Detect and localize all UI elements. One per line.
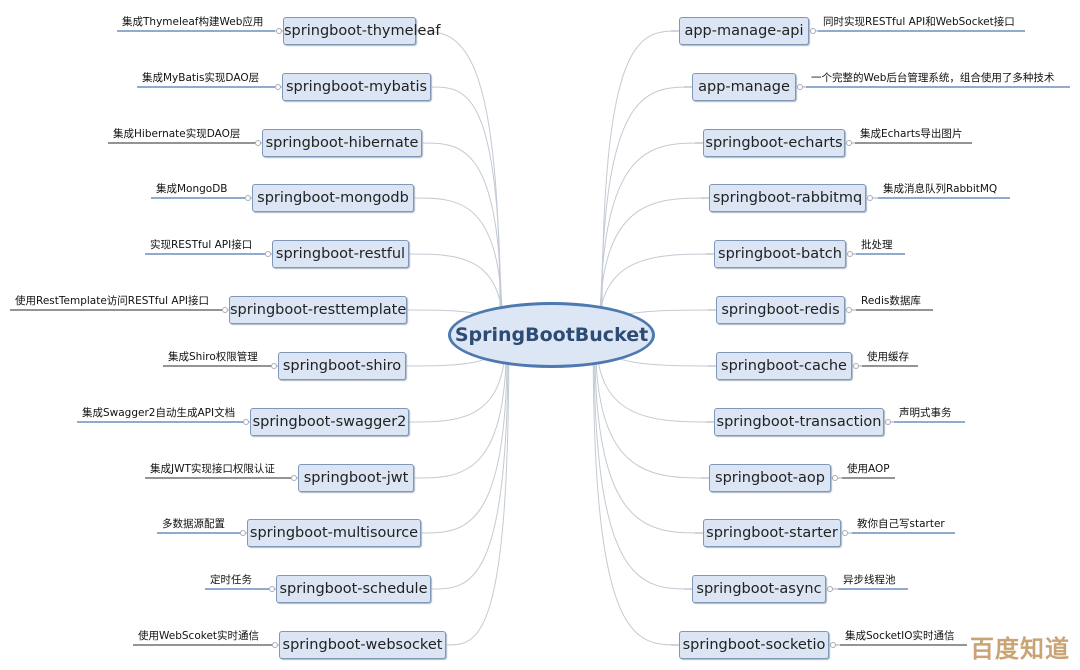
- collapse-handle-icon[interactable]: [271, 363, 277, 369]
- branch-connector: [445, 347, 510, 646]
- collapse-handle-icon[interactable]: [847, 251, 853, 257]
- topic-node-springboot-cache[interactable]: springboot-cache: [716, 352, 852, 380]
- topic-note: 教你自己写starter: [857, 518, 945, 530]
- topic-node-springboot-websocket[interactable]: springboot-websocket: [279, 631, 446, 659]
- collapse-handle-icon[interactable]: [846, 140, 852, 146]
- topic-note: 集成Hibernate实现DAO层: [113, 128, 241, 140]
- topic-note: 多数据源配置: [162, 518, 225, 530]
- topic-node-app-manage[interactable]: app-manage: [692, 73, 796, 101]
- branch-connector: [430, 344, 509, 590]
- topic-node-springboot-mongodb[interactable]: springboot-mongodb: [252, 184, 414, 212]
- topic-note: 定时任务: [210, 574, 252, 586]
- watermark-logo: 百度知道: [970, 635, 1070, 663]
- topic-node-springboot-swagger2[interactable]: springboot-swagger2: [250, 408, 409, 436]
- collapse-handle-icon[interactable]: [827, 586, 833, 592]
- topic-node-springboot-hibernate[interactable]: springboot-hibernate: [262, 129, 422, 157]
- topic-node-springboot-multisource[interactable]: springboot-multisource: [247, 519, 421, 547]
- collapse-handle-icon[interactable]: [291, 475, 297, 481]
- branch-connector: [421, 142, 503, 328]
- collapse-handle-icon[interactable]: [885, 419, 891, 425]
- collapse-handle-icon[interactable]: [853, 363, 859, 369]
- topic-note: 异步线程池: [843, 574, 896, 586]
- topic-node-springboot-transaction[interactable]: springboot-transaction: [714, 408, 884, 436]
- branch-connector: [413, 340, 507, 479]
- topic-note: 批处理: [861, 239, 893, 251]
- topic-note: 集成JWT实现接口权限认证: [150, 463, 275, 475]
- topic-note: 使用WebScoket实时通信: [138, 630, 260, 642]
- topic-node-springboot-redis[interactable]: springboot-redis: [716, 296, 845, 324]
- topic-node-springboot-jwt[interactable]: springboot-jwt: [298, 464, 414, 492]
- collapse-handle-icon[interactable]: [222, 307, 228, 313]
- collapse-handle-icon[interactable]: [255, 140, 261, 146]
- topic-note: 一个完整的Web后台管理系统，组合使用了多种技术: [811, 72, 1055, 84]
- collapse-handle-icon[interactable]: [275, 84, 281, 90]
- branch-connector: [594, 342, 704, 534]
- branch-connector: [408, 338, 507, 423]
- branch-connector: [599, 197, 710, 330]
- collapse-handle-icon[interactable]: [243, 419, 249, 425]
- topic-node-springboot-starter[interactable]: springboot-starter: [703, 519, 841, 547]
- collapse-handle-icon[interactable]: [269, 586, 275, 592]
- topic-node-springboot-mybatis[interactable]: springboot-mybatis: [282, 73, 431, 101]
- topic-note: 声明式事务: [899, 407, 952, 419]
- topic-note: 使用缓存: [867, 351, 909, 363]
- branch-connector: [595, 338, 715, 423]
- collapse-handle-icon[interactable]: [846, 307, 852, 313]
- topic-note: 集成Swagger2自动生成API文档: [82, 407, 236, 419]
- topic-node-springboot-echarts[interactable]: springboot-echarts: [703, 129, 845, 157]
- collapse-handle-icon[interactable]: [810, 28, 816, 34]
- branch-connector: [601, 30, 680, 323]
- topic-node-springboot-batch[interactable]: springboot-batch: [714, 240, 846, 268]
- topic-node-springboot-socketio[interactable]: springboot-socketio: [679, 631, 829, 659]
- topic-node-springboot-resttemplate[interactable]: springboot-resttemplate: [229, 296, 407, 324]
- branch-connector: [599, 142, 704, 328]
- collapse-handle-icon[interactable]: [830, 642, 836, 648]
- topic-node-springboot-thymeleaf[interactable]: springboot-thymeleaf: [283, 17, 440, 45]
- branch-connector: [592, 347, 680, 646]
- topic-note: 同时实现RESTful API和WebSocket接口: [823, 16, 1015, 28]
- topic-note: 集成消息队列RabbitMQ: [883, 183, 998, 195]
- topic-note: 集成SocketIO实时通信: [845, 630, 955, 642]
- topic-note: 集成Echarts导出图片: [860, 128, 963, 140]
- collapse-handle-icon[interactable]: [842, 530, 848, 536]
- topic-note: Redis数据库: [861, 295, 921, 307]
- topic-note: 使用AOP: [847, 463, 890, 475]
- root-node[interactable]: SpringBootBucket: [448, 302, 655, 368]
- collapse-handle-icon[interactable]: [265, 251, 271, 257]
- topic-node-springboot-aop[interactable]: springboot-aop: [709, 464, 831, 492]
- collapse-handle-icon[interactable]: [867, 195, 873, 201]
- branch-connector: [600, 86, 693, 326]
- topic-node-springboot-async[interactable]: springboot-async: [692, 575, 826, 603]
- topic-node-springboot-restful[interactable]: springboot-restful: [272, 240, 409, 268]
- topic-note: 使用RestTemplate访问RESTful API接口: [15, 295, 210, 307]
- collapse-handle-icon[interactable]: [272, 642, 278, 648]
- branch-connector: [593, 344, 693, 590]
- collapse-handle-icon[interactable]: [245, 195, 251, 201]
- topic-node-springboot-rabbitmq[interactable]: springboot-rabbitmq: [709, 184, 866, 212]
- topic-node-springboot-shiro[interactable]: springboot-shiro: [278, 352, 406, 380]
- branch-connector: [420, 342, 508, 534]
- topic-note: 集成MongoDB: [156, 183, 228, 195]
- collapse-handle-icon[interactable]: [240, 530, 246, 536]
- branch-connector: [595, 340, 710, 479]
- collapse-handle-icon[interactable]: [276, 28, 282, 34]
- topic-note: 集成Shiro权限管理: [168, 351, 258, 363]
- topic-note: 集成MyBatis实现DAO层: [142, 72, 260, 84]
- topic-node-app-manage-api[interactable]: app-manage-api: [679, 17, 809, 45]
- collapse-handle-icon[interactable]: [832, 475, 838, 481]
- topic-node-springboot-schedule[interactable]: springboot-schedule: [276, 575, 431, 603]
- topic-note: 实现RESTful API接口: [150, 239, 253, 251]
- branch-connector: [430, 86, 502, 326]
- topic-note: 集成Thymeleaf构建Web应用: [122, 16, 264, 28]
- collapse-handle-icon[interactable]: [797, 84, 803, 90]
- branch-connector: [413, 197, 503, 330]
